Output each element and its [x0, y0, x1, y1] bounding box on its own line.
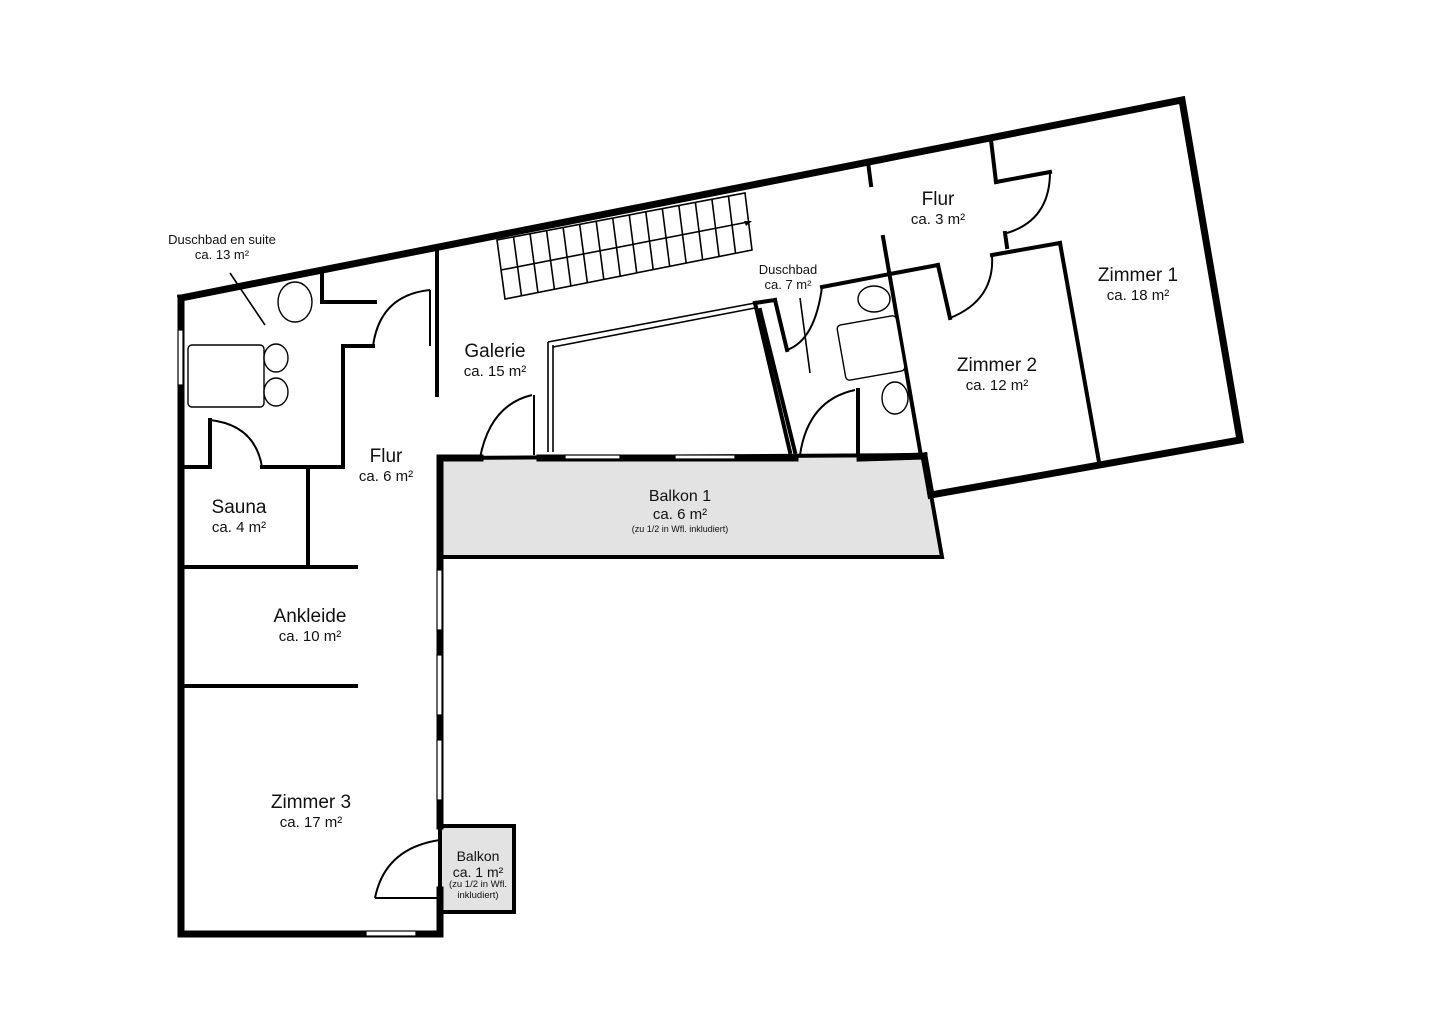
windows: [177, 329, 736, 937]
room-label-balkon: Balkon ca. 1 m² (zu 1/2 in Wfl. inkludie…: [448, 848, 508, 901]
balkon-area: [438, 824, 516, 914]
room-label-ankleide: Ankleide ca. 10 m²: [273, 606, 347, 645]
room-label-zimmer-1: Zimmer 1 ca. 18 m²: [1097, 265, 1179, 304]
room-label-flur-north: Flur ca. 3 m²: [910, 189, 966, 228]
interior-walls: [179, 137, 1102, 688]
staircase: [496, 192, 753, 300]
room-label-zimmer-3: Zimmer 3 ca. 17 m²: [270, 792, 352, 831]
room-label-sauna: Sauna ca. 4 m²: [211, 497, 267, 536]
room-label-zimmer-2: Zimmer 2 ca. 12 m²: [956, 355, 1038, 394]
room-label-balkon-1: Balkon 1 ca. 6 m² (zu 1/2 in Wfl. inklud…: [631, 488, 729, 534]
bathroom-fixtures: [187, 272, 909, 415]
doors: [209, 171, 1051, 899]
room-label-duschbad-en-suite: Duschbad en suite ca. 13 m²: [168, 232, 276, 262]
room-label-flur-west: Flur ca. 6 m²: [358, 446, 414, 485]
room-label-galerie: Galerie ca. 15 m²: [463, 341, 527, 380]
room-label-duschbad: Duschbad ca. 7 m²: [758, 262, 818, 292]
